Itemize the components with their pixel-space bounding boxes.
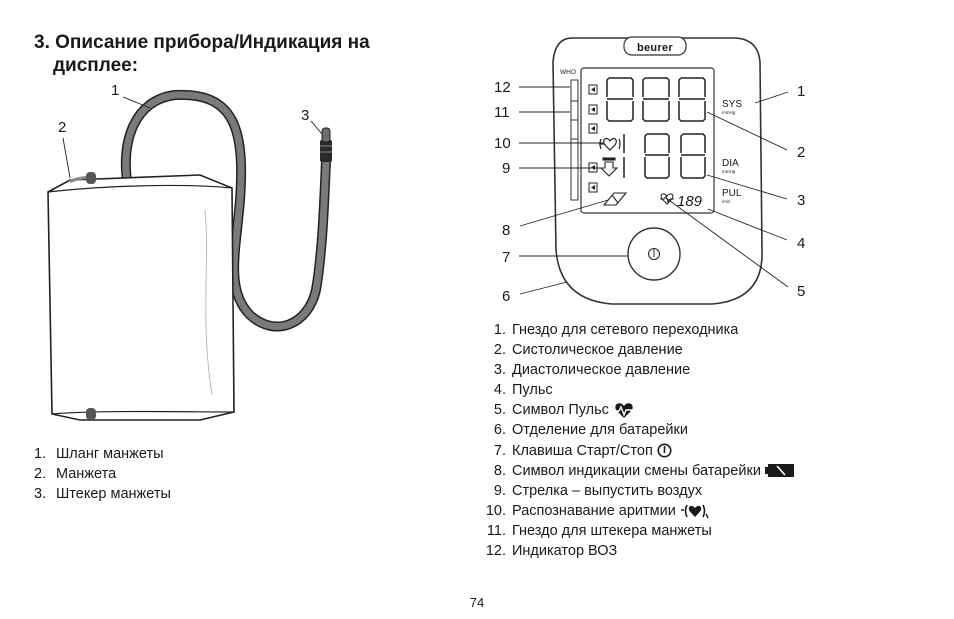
legend-number: 1. <box>34 446 47 462</box>
device-callout-r2: 2 <box>797 144 805 161</box>
legend-text: Гнездо для штекера манжеты <box>512 522 712 539</box>
legend-number: 9. <box>493 482 506 499</box>
device-legend: 1. Гнездо для сетевого переходника 2. Си… <box>482 320 795 561</box>
battery-display-icon <box>602 192 628 206</box>
list-item: 2. Манжета <box>34 464 171 484</box>
sys-digits <box>606 77 706 122</box>
legend-number: 10. <box>485 502 506 519</box>
legend-text: Пульс <box>512 382 553 399</box>
list-item: 8. Символ индикации смены батарейки <box>482 461 795 481</box>
pulse-digits: 189 <box>677 193 703 210</box>
legend-number: 3. <box>34 486 47 503</box>
legend-text: Систолическое давление <box>512 342 683 359</box>
legend-number: 7. <box>493 442 506 459</box>
legend-text: Отделение для батарейки <box>512 422 688 439</box>
legend-number: 12. <box>485 543 506 560</box>
device-callout-7: 7 <box>502 249 510 266</box>
legend-number: 5. <box>493 402 506 419</box>
legend-number: 8. <box>493 462 506 479</box>
list-item: 9. Стрелка – выпустить воздух <box>482 481 795 501</box>
list-item: 1. Шланг манжеты <box>34 444 171 464</box>
pul-label: PUL <box>722 188 742 199</box>
legend-number: 6. <box>493 422 506 439</box>
list-item: 7. Клавиша Старт/Стоп <box>482 441 795 461</box>
list-item: 5. Символ Пульс <box>482 400 795 420</box>
device-illustration: beurer WHO <box>494 36 805 305</box>
legend-text: Клавиша Старт/Стоп <box>512 442 653 459</box>
device-callout-6: 6 <box>502 288 510 305</box>
sys-unit: mmHg <box>722 110 736 115</box>
power-icon <box>657 443 672 458</box>
legend-text: Индикатор ВОЗ <box>512 543 618 560</box>
arrhythmia-display-icon <box>599 137 621 151</box>
device-callout-r5: 5 <box>797 283 805 300</box>
legend-number: 2. <box>493 342 506 359</box>
list-item: 10. Распознавание аритмии <box>482 501 795 521</box>
device-callout-r3: 3 <box>797 192 805 209</box>
legend-text: Символ индикации смены батарейки <box>512 462 761 479</box>
heading-line-2: дисплее: <box>53 55 139 76</box>
legend-text: Гнездо для сетевого переходника <box>512 322 739 338</box>
start-stop-button[interactable] <box>627 227 681 281</box>
legend-text: Манжета <box>56 466 117 483</box>
legend-text: Диастолическое давление <box>512 362 691 379</box>
battery-change-icon <box>764 464 794 478</box>
list-item: 6. Отделение для батарейки <box>482 420 795 440</box>
device-callout-11: 11 <box>494 104 510 121</box>
list-item: 11. Гнездо для штекера манжеты <box>482 521 795 541</box>
cuff-body <box>47 172 235 421</box>
device-callout-10: 10 <box>494 135 511 152</box>
section-heading: 3. Описание прибора/Индикация на дисплее… <box>34 31 454 77</box>
dia-unit: mmHg <box>722 169 736 174</box>
legend-text: Штекер манжеты <box>56 486 171 503</box>
brand-logo: beurer <box>637 42 673 54</box>
pul-unit: /min <box>722 199 731 204</box>
who-indicator-bar <box>570 79 579 201</box>
cuff-legend: 1. Шланг манжеты 2. Манжета 3. Штекер ма… <box>34 444 171 504</box>
device-callout-r1: 1 <box>797 83 805 100</box>
dia-digits <box>623 133 706 179</box>
list-item: 4. Пульс <box>482 380 795 400</box>
legend-number: 1. <box>493 322 506 338</box>
device-callout-r4: 4 <box>797 235 805 252</box>
cuff-connector <box>320 127 332 162</box>
cuff-callout-1: 1 <box>111 82 119 99</box>
deflate-arrow-icon <box>599 157 619 177</box>
legend-text: Символ Пульс <box>512 402 609 419</box>
list-item: 1. Гнездо для сетевого переходника <box>482 320 795 340</box>
device-callout-9: 9 <box>502 160 510 177</box>
device-callout-8: 8 <box>502 222 510 239</box>
pulse-heart-icon <box>613 403 634 418</box>
arrhythmia-icon <box>680 504 709 519</box>
sys-label: SYS <box>722 99 742 110</box>
legend-text: Стрелка – выпустить воздух <box>512 482 703 499</box>
device-callout-12: 12 <box>494 79 511 96</box>
legend-number: 3. <box>493 362 506 379</box>
cuff-callout-2: 2 <box>58 119 66 136</box>
legend-number: 11. <box>486 522 506 539</box>
cuff-illustration: 1 2 3 <box>47 82 332 421</box>
legend-number: 4. <box>493 382 506 399</box>
list-item: 12. Индикатор ВОЗ <box>482 541 795 561</box>
heading-line-1: 3. Описание прибора/Индикация на <box>34 32 370 53</box>
page-number: 74 <box>469 595 485 610</box>
list-item: 2. Систолическое давление <box>482 340 795 360</box>
cuff-callout-3: 3 <box>301 107 309 124</box>
legend-text: Распознавание аритмии <box>512 502 676 519</box>
legend-text: Шланг манжеты <box>56 446 164 462</box>
list-item: 3. Диастолическое давление <box>482 360 795 380</box>
who-label: WHO <box>560 69 576 76</box>
legend-number: 2. <box>34 466 47 483</box>
dia-label: DIA <box>722 158 739 169</box>
list-item: 3. Штекер манжеты <box>34 484 171 504</box>
